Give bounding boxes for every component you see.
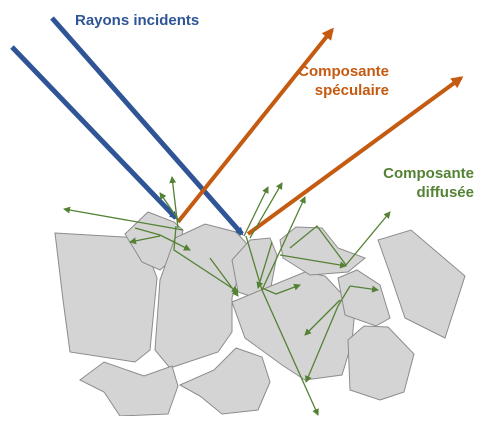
specular-label-line1: Composante	[298, 63, 389, 80]
diffuse-path	[279, 254, 347, 269]
diffuse-path	[129, 235, 161, 245]
specular-rays	[176, 27, 464, 236]
incident-rays-label: Rayons incidents	[75, 12, 200, 29]
incident-ray	[10, 45, 178, 220]
diffuse-path	[169, 176, 179, 229]
diffuse-path	[249, 182, 283, 239]
diffuse-path	[243, 186, 269, 237]
diffuse-path	[134, 227, 191, 251]
diffuse-path	[173, 225, 239, 293]
diffuse-path	[261, 283, 301, 295]
grains	[54, 211, 466, 417]
diffuse-rays	[63, 176, 391, 416]
diffuse-path	[349, 285, 379, 293]
incident-rays	[10, 16, 244, 236]
diffuse-label-line1: Composante	[383, 165, 474, 182]
diffuse-path	[305, 285, 351, 383]
grain	[178, 347, 271, 415]
diffuse-path	[289, 211, 391, 267]
diffuse-path	[261, 196, 306, 291]
diffuse-path	[209, 257, 239, 297]
grain	[79, 361, 179, 417]
diffuse-path	[63, 206, 184, 231]
diffuse-path	[304, 299, 341, 336]
specular-component-label: Composante spéculaire	[249, 62, 389, 100]
incident-ray	[50, 16, 244, 236]
specular-ray	[246, 76, 464, 236]
grain	[347, 325, 415, 401]
grain	[377, 229, 466, 339]
specular-ray	[176, 27, 334, 224]
grain	[154, 223, 249, 369]
diffuse-label-line2: diffusée	[416, 184, 474, 201]
diffuse-path	[256, 241, 273, 289]
specular-label-line2: spéculaire	[314, 82, 389, 99]
diffuse-component-label: Composante diffusée	[344, 164, 474, 202]
grain	[337, 269, 391, 327]
